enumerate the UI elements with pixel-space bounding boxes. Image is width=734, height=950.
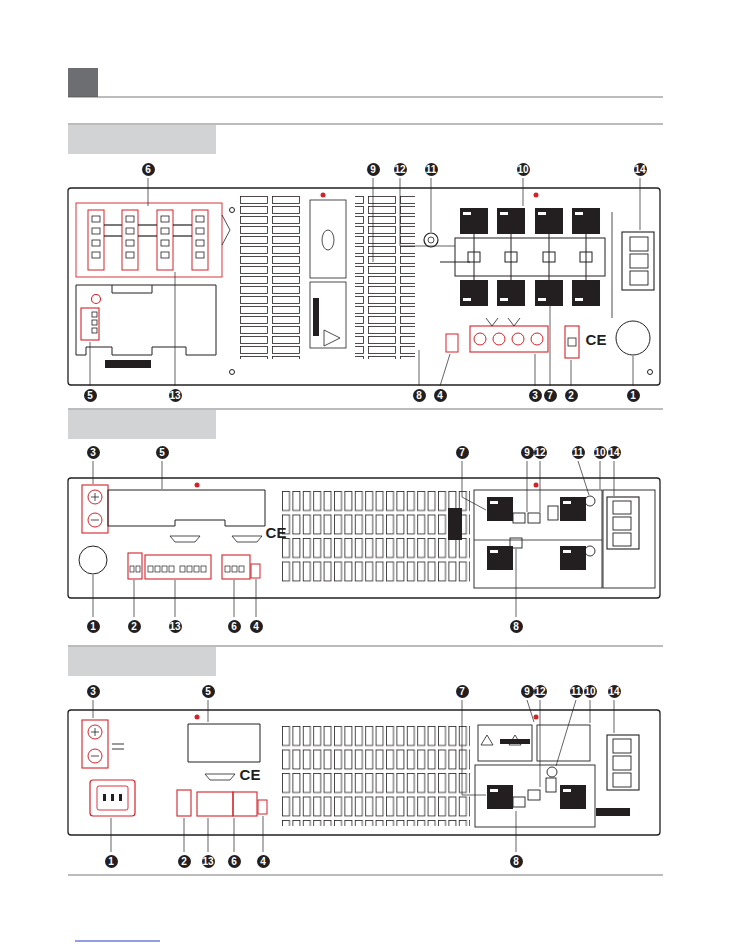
callout-number: 7 [456,685,469,698]
callout-number: 9 [521,685,534,698]
callout-number: 1 [105,855,118,868]
callout-number: 8 [413,389,426,402]
callout-number: 6 [228,620,241,633]
callout-number: 3 [87,446,100,459]
ce-mark: CE [265,525,288,541]
callout-number: 14 [608,685,621,698]
callout-number: 2 [178,855,191,868]
callout-number: 13 [169,620,182,633]
callout-number: 11 [425,163,438,176]
section-band [68,124,663,941]
callout-number: 14 [634,163,647,176]
callout-number: 1 [627,389,640,402]
callout-number: 14 [608,446,621,459]
ce-mark: CE [585,332,608,348]
callout-number: 13 [202,855,215,868]
callout-number: 6 [142,163,155,176]
callout-number: 3 [87,685,100,698]
page-header [68,68,663,97]
callout-number: 2 [128,620,141,633]
ce-mark: CE [239,767,262,783]
callout-number: 5 [202,685,215,698]
callout-number: 11 [572,446,585,459]
callout-number: 4 [257,855,270,868]
amplifier-rear-panel [68,461,660,617]
callout-number: 4 [250,620,263,633]
callout-number: 7 [544,389,557,402]
callout-number: 5 [156,446,169,459]
callout-number: 13 [169,389,182,402]
callout-number: 9 [367,163,380,176]
amplifier-rear-panel [68,178,660,386]
callout-number: 11 [570,685,583,698]
callout-number: 5 [84,389,97,402]
callout-number: 9 [521,446,534,459]
callout-number: 12 [534,446,547,459]
callout-number: 10 [594,446,607,459]
callout-number: 2 [565,389,578,402]
callout-number: 10 [584,685,597,698]
callout-number: 8 [510,855,523,868]
callout-number: 12 [534,685,547,698]
callout-number: 1 [87,620,100,633]
callout-number: 4 [434,389,447,402]
callout-number: 3 [529,389,542,402]
callout-number: 7 [456,446,469,459]
callout-number: 12 [394,163,407,176]
amplifier-rear-panel [68,700,660,852]
callout-number: 10 [517,163,530,176]
callout-number: 8 [510,620,523,633]
callout-number: 6 [228,855,241,868]
